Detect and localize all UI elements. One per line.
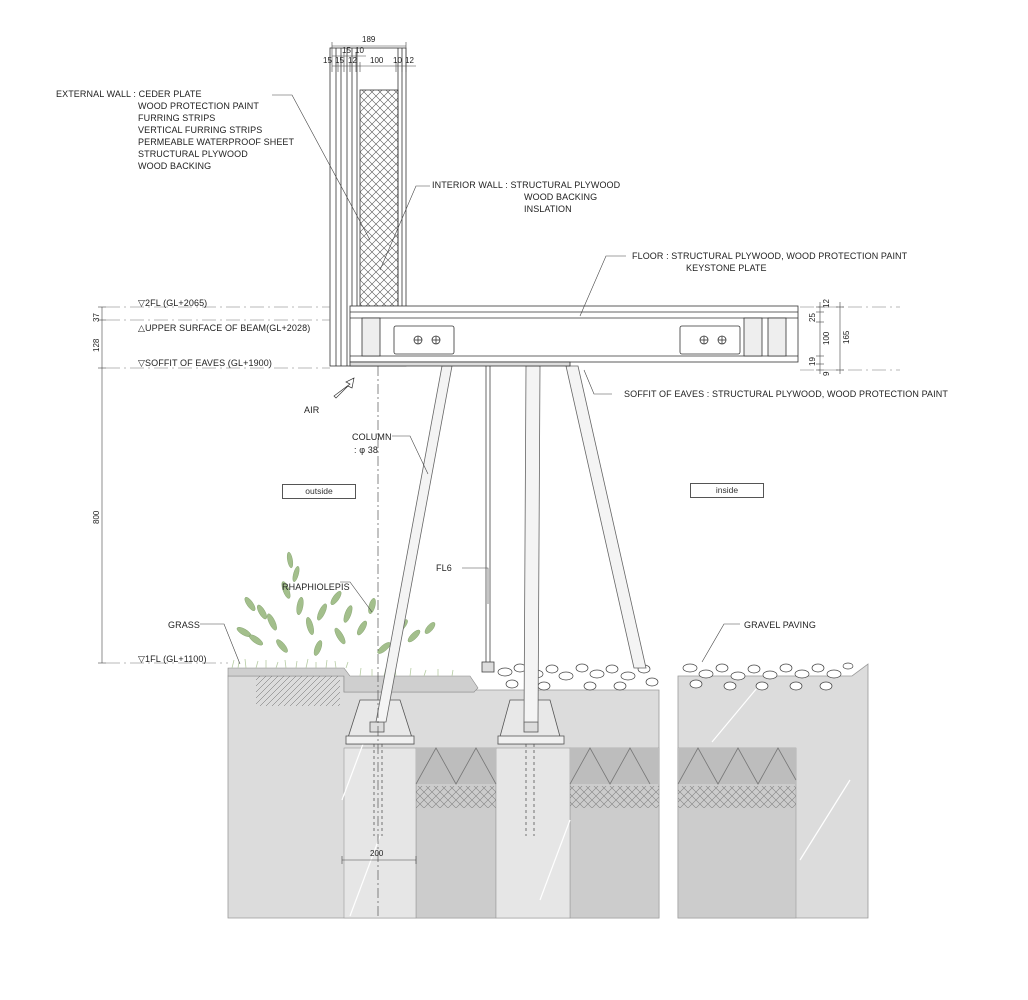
- dim-right: 12: [822, 299, 831, 308]
- level-beam: △UPPER SURFACE OF BEAM(GL+2028): [138, 323, 311, 333]
- air-label: AIR: [304, 405, 320, 415]
- inside-tag: inside: [690, 483, 764, 498]
- dim-top-row: 100: [370, 56, 384, 65]
- dim-top-row: 12: [348, 56, 357, 65]
- dim-right: 9: [822, 371, 831, 376]
- left-dimension-line: [98, 306, 106, 664]
- dim-right: 25: [808, 313, 817, 322]
- dim-right: 100: [822, 331, 831, 345]
- rhaphiolepis-plant: [236, 551, 436, 656]
- dim-top-row: 12: [405, 56, 414, 65]
- outside-tag: outside: [282, 484, 356, 499]
- columns: [375, 365, 647, 723]
- external-wall-layer: PERMEABLE WATERPROOF SHEET: [138, 137, 295, 147]
- interior-wall-layer: INSLATION: [524, 204, 572, 214]
- leader-lines: [200, 94, 740, 665]
- level-lines: [106, 306, 900, 664]
- dim-left: 128: [92, 338, 101, 352]
- dim-right: 19: [808, 357, 817, 366]
- dim-left: 37: [92, 313, 101, 322]
- dim-left: 800: [92, 510, 101, 524]
- interior-wall-layer: WOOD BACKING: [524, 192, 598, 202]
- interior-wall-label: INTERIOR WALL : STRUCTURAL PLYWOOD: [432, 180, 621, 190]
- grass-label: GRASS: [168, 620, 201, 630]
- external-wall-layer: FURRING STRIPS: [138, 113, 216, 123]
- gravel-paving: [497, 662, 854, 691]
- column-size-label: : φ 38: [354, 445, 378, 455]
- dim-footing: 200: [370, 849, 384, 858]
- soffit-label: SOFFIT OF EAVES : STRUCTURAL PLYWOOD, WO…: [624, 389, 948, 399]
- level-soffit: ▽SOFFIT OF EAVES (GL+1900): [138, 358, 272, 368]
- right-dimension-line: [816, 302, 844, 374]
- fl6-rod: [481, 366, 495, 673]
- floor-layer: KEYSTONE PLATE: [686, 263, 767, 273]
- floor-label: FLOOR : STRUCTURAL PLYWOOD, WOOD PROTECT…: [632, 251, 908, 261]
- dim-top-total: 189: [362, 35, 376, 44]
- external-wall-layer: WOOD BACKING: [138, 161, 212, 171]
- external-wall-layer: VERTICAL FURRING STRIPS: [138, 125, 263, 135]
- level-1fl: ▽1FL (GL+1100): [138, 654, 207, 664]
- external-wall-layer: WOOD PROTECTION PAINT: [138, 101, 259, 111]
- dim-top-sub: 15: [342, 46, 351, 55]
- air-arrow: [333, 377, 355, 399]
- external-wall-layer: STRUCTURAL PLYWOOD: [138, 149, 248, 159]
- level-2fl: ▽2FL (GL+2065): [138, 298, 208, 308]
- column-label: COLUMN: [352, 432, 392, 442]
- dim-top-row: 10: [393, 56, 402, 65]
- fl6-label: FL6: [436, 563, 452, 573]
- rhaphiolepis-label: RHAPHIOLEPIS: [282, 582, 350, 592]
- dim-right: 165: [842, 330, 851, 344]
- gravel-label: GRAVEL PAVING: [744, 620, 816, 630]
- footing-dimension-line: [341, 856, 417, 864]
- dim-top-row: 15: [335, 56, 344, 65]
- floor-beam: [349, 305, 799, 367]
- external-wall-label: EXTERNAL WALL : CEDER PLATE: [56, 89, 202, 99]
- dim-top-row: 15: [323, 56, 332, 65]
- dim-top-sub: 10: [355, 46, 364, 55]
- top-dimension-line: [331, 42, 416, 72]
